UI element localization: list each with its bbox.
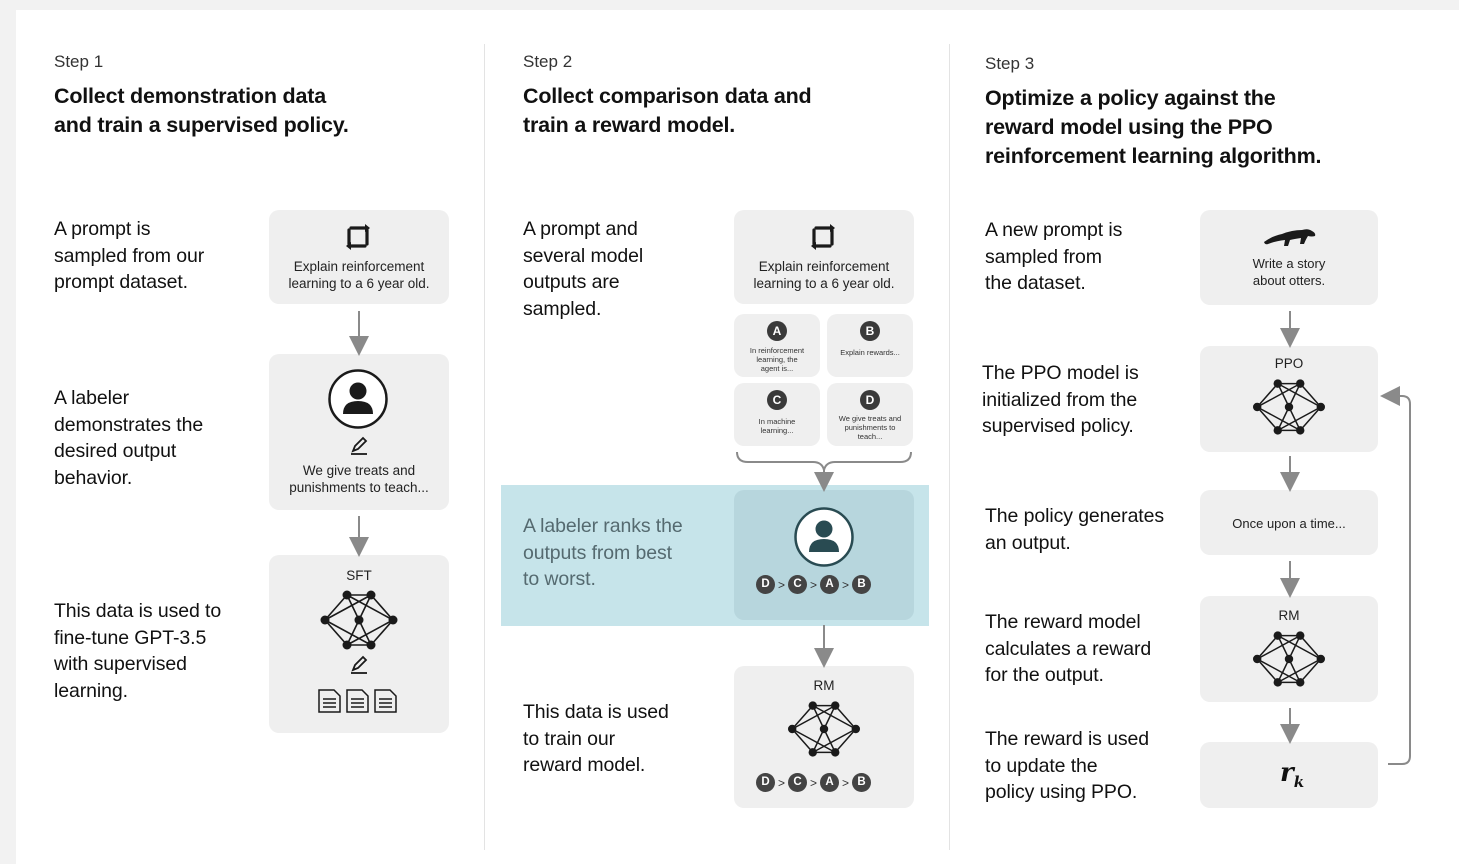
rank-sep: > xyxy=(778,577,786,592)
rank-letter: C xyxy=(788,773,808,792)
step-description: This data is used to fine-tune GPT-3.5 w… xyxy=(54,600,222,702)
ranking-order: D> C> A> B xyxy=(756,773,872,792)
output-letter: D xyxy=(860,390,880,410)
divider xyxy=(949,44,950,850)
ranking-card: D> C> A> B xyxy=(734,490,914,620)
rank-sep: > xyxy=(810,775,818,790)
rank-letter: D xyxy=(756,575,775,594)
rank-letter: D xyxy=(756,773,775,792)
rank-sep: > xyxy=(842,577,850,592)
output-letter: A xyxy=(767,321,787,341)
output-text: Explain rewards... xyxy=(840,348,900,357)
step-description: The reward is used to update the policy … xyxy=(985,728,1150,803)
reward-subscript: k xyxy=(1293,773,1305,792)
neural-network-icon xyxy=(1252,631,1326,687)
step-title: Collect demonstration data and train a s… xyxy=(54,82,349,140)
prompt-card: Explain reinforcement learning to a 6 ye… xyxy=(269,210,449,304)
feedback-arrow-icon xyxy=(1380,386,1411,765)
step-label: Step 3 xyxy=(985,54,1035,73)
neural-network-icon xyxy=(787,701,861,757)
neural-network-icon xyxy=(320,590,398,650)
connector-arrows xyxy=(349,311,1411,765)
title-line: Collect demonstration data xyxy=(54,84,326,108)
output-text: In machine learning... xyxy=(758,417,796,435)
title-line: reward model using the PPO xyxy=(985,115,1273,139)
model-label: RM xyxy=(813,678,835,693)
rank-sep: > xyxy=(778,775,786,790)
labeler-output: We give treats and punishments to teach.… xyxy=(289,463,429,495)
step-description: The PPO model is initialized from the su… xyxy=(982,362,1139,437)
output-letter: C xyxy=(767,390,787,410)
title-line: Optimize a policy against the xyxy=(985,86,1276,110)
reward-symbol: r xyxy=(1280,758,1294,788)
output-text: We give treats and punishments to teach.… xyxy=(838,414,902,441)
pencil-icon xyxy=(351,436,368,455)
rank-letter: A xyxy=(820,575,840,594)
ppo-model-card: PPO xyxy=(1200,346,1378,452)
ranking-order: D> C> A> B xyxy=(756,575,872,594)
rank-letter: B xyxy=(852,575,872,594)
output-letter: B xyxy=(860,321,880,341)
rank-letter: A xyxy=(820,773,840,792)
title-line: Collect comparison data and xyxy=(523,84,812,108)
rm-model-card: RM D> C> A> B xyxy=(734,666,914,808)
bracket-icon xyxy=(736,451,912,471)
rank-letter: B xyxy=(852,773,872,792)
refresh-icon xyxy=(346,224,370,250)
step-description: A labeler demonstrates the desired outpu… xyxy=(54,387,204,489)
prompt-text: Explain reinforcement learning to a 6 ye… xyxy=(288,259,430,291)
step-description: A prompt and several model outputs are s… xyxy=(523,218,644,320)
output-card-d: D We give treats and punishments to teac… xyxy=(827,383,913,446)
output-text: In reinforcement learning, the agent is.… xyxy=(749,346,805,373)
step-description: A new prompt is sampled from the dataset… xyxy=(985,219,1123,294)
title-line: reinforcement learning algorithm. xyxy=(985,144,1322,168)
otter-icon xyxy=(1264,229,1316,246)
pencil-icon xyxy=(351,655,368,674)
prompt-card: Write a story about otters. xyxy=(1200,210,1378,305)
document-icon xyxy=(318,689,397,713)
prompt-card: Explain reinforcement learning to a 6 ye… xyxy=(734,210,914,304)
output-card-c: C In machine learning... xyxy=(734,383,820,446)
output-card-a: A In reinforcement learning, the agent i… xyxy=(734,314,820,377)
model-label: PPO xyxy=(1274,356,1304,371)
step-title: Optimize a policy against the reward mod… xyxy=(985,84,1321,171)
model-label: RM xyxy=(1278,608,1300,623)
step-description: The policy generates an output. xyxy=(985,505,1165,554)
model-label: SFT xyxy=(346,568,372,583)
neural-network-icon xyxy=(1252,379,1326,435)
rank-letter: C xyxy=(788,575,808,594)
prompt-text: Write a story about otters. xyxy=(1252,256,1326,288)
output-card-b: B Explain rewards... xyxy=(827,314,913,377)
step-label: Step 1 xyxy=(54,52,104,71)
step-description: The reward model calculates a reward for… xyxy=(985,611,1152,686)
rm-model-card: RM xyxy=(1200,596,1378,702)
step-description: A labeler ranks the outputs from best to… xyxy=(523,515,683,590)
rank-sep: > xyxy=(842,775,850,790)
labeler-card: We give treats and punishments to teach.… xyxy=(269,354,449,510)
title-line: train a reward model. xyxy=(523,113,736,137)
reward-value: rk xyxy=(1280,758,1304,791)
output-card: Once upon a time... xyxy=(1200,490,1378,555)
title-line: and train a supervised policy. xyxy=(54,113,349,137)
step-label: Step 2 xyxy=(523,52,573,71)
user-icon xyxy=(794,507,854,567)
reward-card: rk xyxy=(1200,742,1378,808)
sft-model-card: SFT xyxy=(269,555,449,733)
diagram-canvas: Step 1 Collect demonstration data and tr… xyxy=(16,10,1459,864)
user-icon xyxy=(328,369,388,429)
divider xyxy=(484,44,485,850)
refresh-icon xyxy=(811,224,835,250)
step-description: This data is used to train our reward mo… xyxy=(523,701,669,776)
policy-output: Once upon a time... xyxy=(1232,516,1346,531)
step-title: Collect comparison data and train a rewa… xyxy=(523,82,812,140)
step-description: A prompt is sampled from our prompt data… xyxy=(54,218,205,293)
rank-sep: > xyxy=(810,577,818,592)
prompt-text: Explain reinforcement learning to a 6 ye… xyxy=(753,259,895,291)
